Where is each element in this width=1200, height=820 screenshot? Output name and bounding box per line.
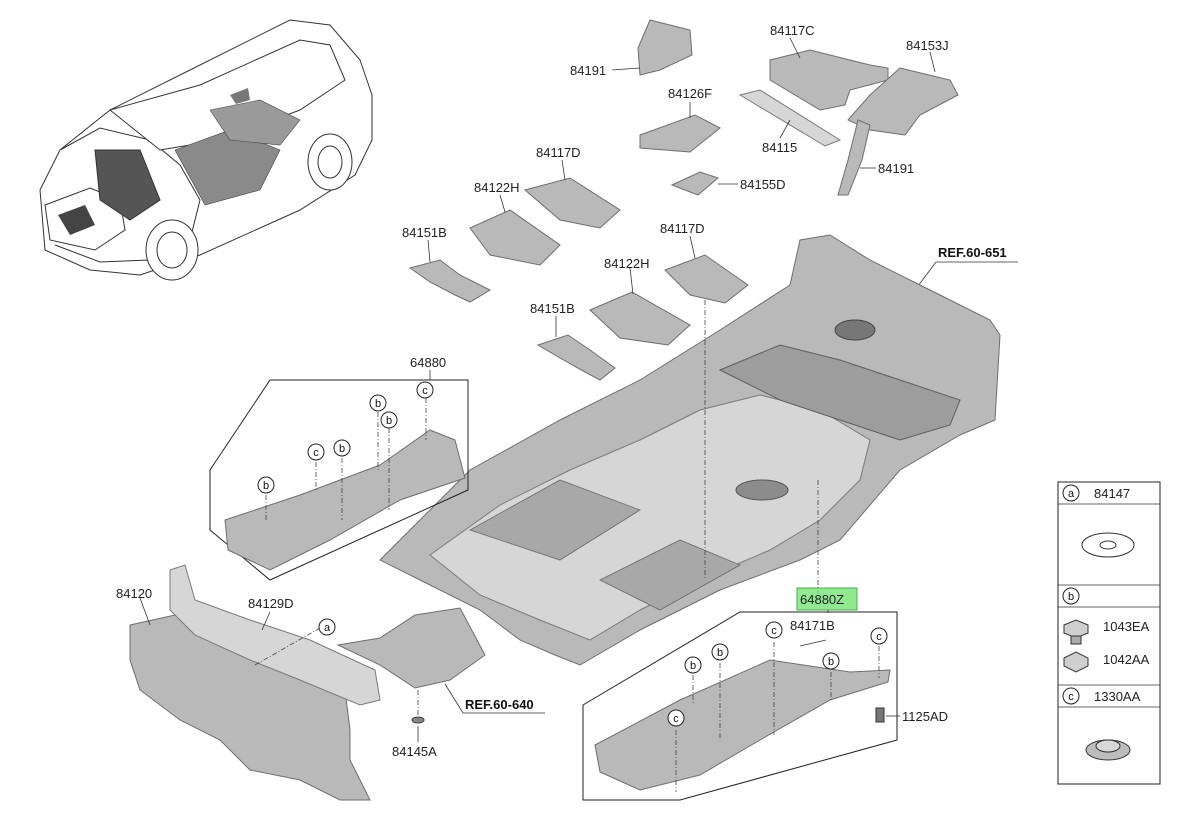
part-84115-shape[interactable] xyxy=(738,89,842,147)
callout-c-right-1[interactable]: c xyxy=(765,621,783,639)
label-84117D-top[interactable]: 84117D xyxy=(536,145,581,160)
floor-pan-assembly xyxy=(379,234,1001,666)
part-84122H-top-shape[interactable] xyxy=(469,209,561,266)
label-84115[interactable]: 84115 xyxy=(762,140,797,155)
label-64880Z[interactable]: 64880Z xyxy=(800,592,844,607)
label-84122H-mid[interactable]: 84122H xyxy=(604,256,650,271)
label-64880[interactable]: 64880 xyxy=(410,355,446,370)
part-84122H-mid-shape[interactable] xyxy=(589,291,691,346)
label-84191-right[interactable]: 84191 xyxy=(878,161,914,176)
label-84126F[interactable]: 84126F xyxy=(668,86,712,101)
part-84155D-shape[interactable] xyxy=(670,171,719,196)
svg-text:b: b xyxy=(339,443,345,455)
part-84153J-shape[interactable] xyxy=(847,67,959,136)
label-84117D-mid[interactable]: 84117D xyxy=(660,221,705,236)
callout-b-left-2[interactable]: b xyxy=(380,411,398,429)
svg-text:b: b xyxy=(386,415,392,427)
part-84117D-top-shape[interactable] xyxy=(523,177,621,229)
label-84117C[interactable]: 84117C xyxy=(770,23,815,38)
label-84129D[interactable]: 84129D xyxy=(248,596,294,611)
label-84145A[interactable]: 84145A xyxy=(392,744,437,759)
label-84191-top[interactable]: 84191 xyxy=(570,63,606,78)
callout-b-right-2[interactable]: b xyxy=(711,643,729,661)
part-84129D-shape[interactable] xyxy=(169,564,381,706)
label-84171B[interactable]: 84171B xyxy=(790,618,835,633)
callout-c-right-2[interactable]: c xyxy=(870,627,888,645)
vehicle-illustration xyxy=(39,19,373,281)
legend-panel: a 84147 b 1043EA 1042AA c 1330AA xyxy=(1057,481,1161,785)
part-84151B-mid-shape[interactable] xyxy=(536,334,616,381)
part-heat-protector-shape[interactable] xyxy=(336,607,486,689)
highlight-64880Z xyxy=(796,587,858,611)
reference-60-651[interactable]: REF.60-651 xyxy=(938,245,1007,260)
svg-text:b: b xyxy=(1068,591,1074,603)
label-84120[interactable]: 84120 xyxy=(116,586,152,601)
label-84151B-top[interactable]: 84151B xyxy=(402,225,447,240)
svg-text:b: b xyxy=(690,660,696,672)
legend-row-b[interactable]: b 1043EA 1042AA xyxy=(1062,587,1150,673)
reference-60-640[interactable]: REF.60-640 xyxy=(465,697,534,712)
label-1125AD[interactable]: 1125AD xyxy=(902,709,948,724)
callout-b-right-1[interactable]: b xyxy=(684,656,702,674)
svg-text:c: c xyxy=(673,713,679,725)
callout-b-right-3[interactable]: b xyxy=(822,652,840,670)
svg-text:c: c xyxy=(422,385,428,397)
svg-text:c: c xyxy=(1068,691,1074,703)
legend-part-1043EA: 1043EA xyxy=(1103,619,1150,634)
part-64880-shape[interactable] xyxy=(224,429,466,571)
legend-part-1330AA: 1330AA xyxy=(1094,689,1141,704)
label-84153J[interactable]: 84153J xyxy=(906,38,949,53)
part-84117D-mid-shape[interactable] xyxy=(664,254,749,304)
legend-row-c[interactable]: c 1330AA xyxy=(1062,687,1141,761)
part-84151B-top-shape[interactable] xyxy=(408,259,492,303)
callout-c-left-1[interactable]: c xyxy=(416,381,434,399)
callout-bubbles: c b b c b b a c c b b b c xyxy=(257,381,888,727)
svg-text:c: c xyxy=(313,447,319,459)
part-84126F-shape[interactable] xyxy=(639,114,721,153)
part-84191-right-shape[interactable] xyxy=(837,119,871,196)
svg-text:b: b xyxy=(263,480,269,492)
label-84122H-top[interactable]: 84122H xyxy=(474,180,520,195)
svg-text:c: c xyxy=(876,631,882,643)
legend-part-84147: 84147 xyxy=(1094,486,1130,501)
label-84151B-mid[interactable]: 84151B xyxy=(530,301,575,316)
svg-text:a: a xyxy=(1068,488,1075,500)
part-84117C-shape[interactable] xyxy=(769,49,889,111)
svg-text:c: c xyxy=(771,625,777,637)
legend-part-1042AA: 1042AA xyxy=(1103,652,1150,667)
callout-a-cowl[interactable]: a xyxy=(318,618,336,636)
box-64880 xyxy=(209,379,469,581)
svg-text:b: b xyxy=(375,398,381,410)
label-84155D[interactable]: 84155D xyxy=(740,177,786,192)
callout-c-right-3[interactable]: c xyxy=(667,709,685,727)
callout-b-left-1[interactable]: b xyxy=(369,394,387,412)
callout-b-left-3[interactable]: b xyxy=(333,439,351,457)
box-64880Z xyxy=(582,611,898,801)
legend-row-a[interactable]: a 84147 xyxy=(1062,484,1135,558)
callout-b-left-4[interactable]: b xyxy=(257,476,275,494)
svg-text:b: b xyxy=(828,656,834,668)
callout-c-left-2[interactable]: c xyxy=(307,443,325,461)
svg-text:b: b xyxy=(717,647,723,659)
part-84191-top-shape[interactable] xyxy=(637,19,693,76)
part-64880Z-shape[interactable] xyxy=(594,659,891,791)
svg-text:a: a xyxy=(324,622,331,634)
